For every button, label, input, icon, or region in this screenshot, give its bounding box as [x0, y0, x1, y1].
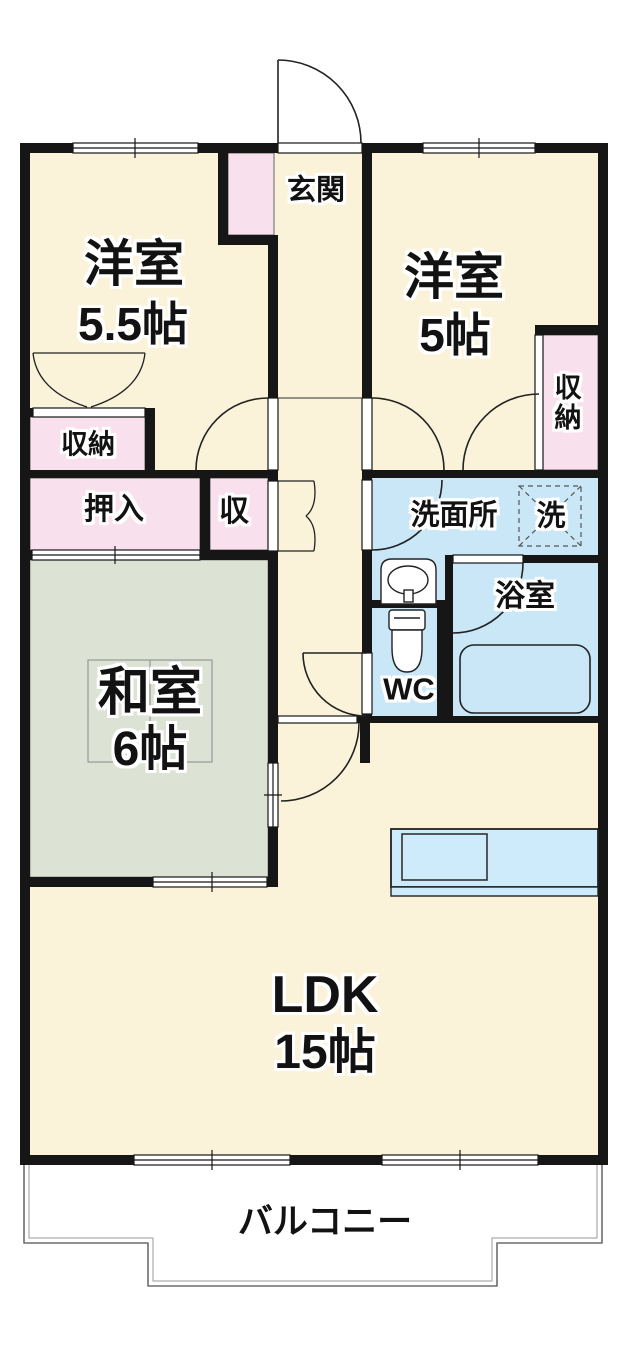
- door-swings: [32, 59, 540, 802]
- washroom-floor: [372, 478, 598, 555]
- window-icon: [72, 138, 199, 158]
- door-arc-washroom: [371, 479, 443, 551]
- entry-door-swing-icon: [277, 59, 362, 144]
- room-label-washroom: 洗面所: [410, 499, 498, 532]
- balcony-outline: [23, 1165, 603, 1287]
- wall-oshiire-right: [200, 478, 210, 560]
- wall-ldk-stub: [360, 723, 370, 763]
- sliding-door-icon: [264, 762, 282, 828]
- double-door-closet-tl-icon: [32, 352, 146, 408]
- window-icon: [381, 1150, 539, 1170]
- room-label-genkan: 玄関: [286, 174, 346, 207]
- gap-western55-door: [267, 397, 279, 471]
- gap-western5-door: [361, 397, 373, 471]
- room-label-bathroom: 浴室: [495, 580, 555, 613]
- door-arc-ldk: [280, 722, 360, 802]
- wall-corridor-bottom: [268, 716, 598, 723]
- wall-genkan-step: [218, 235, 278, 245]
- wall-mid-right: [362, 470, 608, 478]
- door-arc-wc: [302, 652, 367, 717]
- low-table-icon: [87, 659, 213, 763]
- fixtures: [87, 485, 599, 897]
- room-label-toilet: WC: [383, 671, 435, 707]
- sliding-door-icon: [31, 546, 201, 564]
- room-label-oshiire: 押入: [84, 493, 144, 526]
- gap-wc-door: [361, 652, 373, 715]
- openings: [31, 138, 544, 1170]
- shoe-cabinet: [227, 152, 275, 236]
- wall-genkan-left: [218, 153, 228, 235]
- wall-washitsu-bottom: [20, 877, 278, 887]
- room-size-ldk: 15帖: [274, 1026, 376, 1079]
- gap-washroom-door: [361, 479, 373, 551]
- oshiire-floor: [29, 477, 201, 551]
- wall-corridor-left: [268, 245, 278, 887]
- wall-bath-left: [445, 555, 453, 723]
- kitchen-counter-icon: [390, 828, 599, 897]
- room-size-western55: 5.5帖: [78, 298, 188, 350]
- room-label-ldk: LDK: [271, 966, 379, 1024]
- wall-right: [598, 143, 608, 1165]
- room-label-closet-right: 収納: [550, 373, 581, 433]
- room-label-laundry: 洗: [536, 500, 566, 533]
- wall-left: [20, 143, 30, 1165]
- wall-wc-right: [437, 608, 445, 723]
- room-label-western5: 洋室: [404, 249, 504, 305]
- washing-machine-icon: [518, 485, 582, 547]
- wall-closet-tl-right: [145, 408, 155, 478]
- door-arc-closet-right: [462, 393, 540, 471]
- wall-closet-right-top: [535, 325, 608, 335]
- entry-threshold: [277, 142, 363, 154]
- room-size-japanese: 6帖: [112, 723, 188, 776]
- gap-closet-tl-doors: [32, 407, 146, 418]
- gap-bath-door: [452, 554, 524, 564]
- wash-basin-icon: [380, 558, 437, 605]
- room-label-closet-hall: 収: [219, 495, 249, 528]
- sliding-door-icon: [152, 872, 268, 892]
- wall-bath-top: [445, 555, 608, 563]
- wall-bottom: [20, 1155, 608, 1165]
- japanese-room-floor: [29, 559, 269, 878]
- door-arc-western55: [195, 397, 269, 471]
- window-icon: [133, 1150, 291, 1170]
- gap-ldk-door: [277, 715, 358, 724]
- room-label-japanese: 和室: [97, 664, 203, 722]
- gap-closet-hall-door: [267, 480, 279, 552]
- gap-closet-right-door: [534, 334, 544, 471]
- bathtub-icon: [459, 644, 591, 714]
- room-label-western55: 洋室: [84, 236, 184, 292]
- door-arc-western5: [371, 397, 445, 471]
- room-label-closet-top-left: 収納: [61, 429, 115, 460]
- room-label-balcony: バルコニー: [237, 1202, 413, 1242]
- window-icon: [422, 138, 536, 158]
- closet-top-left-floor: [29, 416, 146, 474]
- double-door-closet-hall-icon: [278, 480, 316, 552]
- door-arc-bath: [452, 562, 524, 634]
- toilet-icon: [388, 609, 426, 673]
- room-size-western5: 5帖: [419, 309, 491, 361]
